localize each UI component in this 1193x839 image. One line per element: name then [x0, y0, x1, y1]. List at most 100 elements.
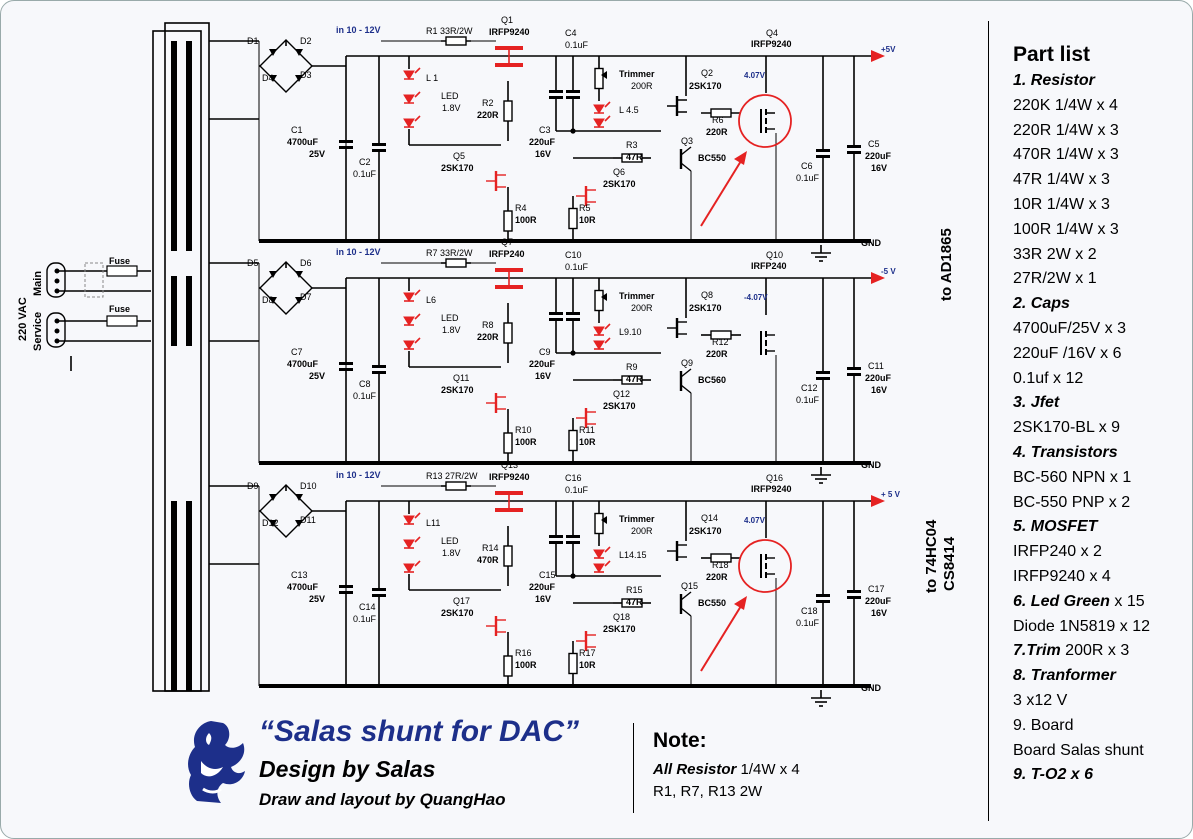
output-target-label: to 74HC04 [923, 519, 940, 593]
input-voltage-label: in 10 - 12V [336, 247, 381, 257]
led-label: L14.15 [619, 550, 647, 560]
note-line-1: All Resistor 1/4W x 4 [653, 761, 800, 778]
resistor-label: R7 33R/2W [426, 248, 473, 258]
parts-list-text: 220K 1/4W x 4 [1013, 96, 1118, 114]
parts-list-text: 9. Board [1013, 716, 1074, 734]
bridge-rectifier-icon [259, 261, 313, 315]
capacitor-label: C1 [291, 125, 303, 135]
led-ray [414, 512, 421, 519]
led-ray [604, 101, 611, 108]
diode-label: D6 [300, 258, 312, 268]
junction-dot [570, 573, 576, 579]
capacitor-plate [339, 140, 353, 143]
capacitor-value: 0.1uF [353, 614, 377, 624]
rail-voltage-label: -5 V [881, 267, 896, 276]
led-text: LED [441, 313, 459, 323]
capacitor-value: 25V [309, 371, 325, 381]
parts-list-row: Board Salas shunt [1013, 739, 1188, 764]
parts-list-text: BC-560 NPN x 1 [1013, 468, 1132, 486]
diode-icon [295, 49, 303, 56]
transistor-part: 2SK170 [441, 608, 474, 618]
transistor-label: Q10 [766, 250, 783, 260]
resistor-symbol [503, 655, 513, 677]
resistor-label: R13 27R/2W [426, 471, 478, 481]
led-label: L11 [426, 518, 440, 528]
parts-list-row: 33R 2W x 2 [1013, 243, 1188, 268]
output-voltage-label: -4.07V [744, 293, 768, 302]
capacitor-label: C12 [801, 383, 818, 393]
note-line-1-bold: All Resistor [653, 761, 737, 778]
parts-list-heading: 9. T-O2 x 6 [1013, 766, 1094, 784]
parts-list-heading: 8. Tranformer [1013, 667, 1116, 685]
transistor-lead [680, 607, 692, 617]
trimmer-wiper-icon [601, 71, 607, 79]
plug-pin [54, 328, 60, 334]
led-ray [604, 323, 611, 330]
transistor-label: Q3 [681, 136, 693, 146]
resistor-value: 220R [706, 349, 728, 359]
diode-icon [269, 520, 277, 527]
capacitor-label: C10 [565, 250, 582, 260]
led-icon [403, 539, 415, 549]
resistor-symbol [568, 429, 578, 452]
transistor-label: Q6 [613, 167, 625, 177]
transistor-part: 2SK170 [603, 624, 636, 634]
parts-list-heading: 1. Resistor [1013, 72, 1095, 89]
capacitor-plate [847, 367, 861, 370]
parts-list-text: 220R 1/4W x 3 [1013, 121, 1119, 139]
ground-label: GND [861, 460, 882, 470]
parts-list-text: Diode 1N5819 x 12 [1013, 617, 1150, 635]
capacitor-value: 220uF [865, 151, 892, 161]
capacitor-plate [847, 373, 861, 376]
highlight-arrow [700, 605, 742, 672]
transformer-core [186, 41, 192, 251]
fuse-label: Fuse [109, 256, 130, 266]
diode-icon [269, 271, 277, 278]
parts-list-row: 4700uF/25V x 3 [1013, 317, 1188, 342]
diode-label: D4 [262, 73, 274, 83]
rail-voltage-label: + 5 V [881, 490, 901, 499]
led-text: 1.8V [442, 325, 461, 335]
resistor-label: R17 [579, 648, 596, 658]
capacitor-label: C4 [565, 28, 577, 38]
led-ray [604, 115, 611, 122]
led-label: L 4.5 [619, 105, 639, 115]
resistor-symbol [503, 322, 513, 344]
capacitor-plate [549, 535, 563, 538]
resistor-value: 10R [579, 437, 596, 447]
resistor-value: 470R [477, 555, 499, 565]
transistor-part: IRFP9240 [751, 39, 792, 49]
capacitor-plate [847, 151, 861, 154]
diode-icon [269, 49, 277, 56]
junction-dot [570, 128, 576, 134]
capacitor-plate [549, 318, 563, 321]
led-ray [414, 337, 421, 344]
capacitor-value: 16V [535, 594, 551, 604]
parts-list-text: 2SK170-BL x 9 [1013, 419, 1121, 437]
capacitor-plate [372, 371, 386, 374]
led-text: 1.8V [442, 103, 461, 113]
pass-transistor-icon [495, 46, 523, 50]
trimmer-wiper-icon [601, 293, 607, 301]
capacitor-label: C3 [539, 125, 551, 135]
capacitor-value: 25V [309, 149, 325, 159]
pass-transistor-icon [495, 63, 523, 67]
transistor-label: Q5 [453, 151, 465, 161]
rail-voltage-label: +5V [881, 45, 896, 54]
resistor-value: 47R [626, 374, 643, 384]
parts-list-text: 470R 1/4W x 3 [1013, 146, 1119, 164]
diode-icon [295, 494, 303, 501]
parts-list-text: 220uF /16V x 6 [1013, 344, 1122, 362]
diode-label: D5 [247, 258, 259, 268]
transistor-label: Q4 [766, 28, 778, 38]
capacitor-value: 4700uF [287, 359, 319, 369]
led-icon [593, 326, 605, 336]
parts-list-row: 47R 1/4W x 3 [1013, 168, 1188, 193]
led-icon [403, 316, 415, 326]
transistor-part: 2SK170 [689, 526, 722, 536]
transistor-lead [680, 384, 692, 394]
note-line-2: R1, R7, R13 2W [653, 783, 763, 800]
diode-icon [269, 494, 277, 501]
parts-list-title: Part list [1013, 43, 1091, 66]
